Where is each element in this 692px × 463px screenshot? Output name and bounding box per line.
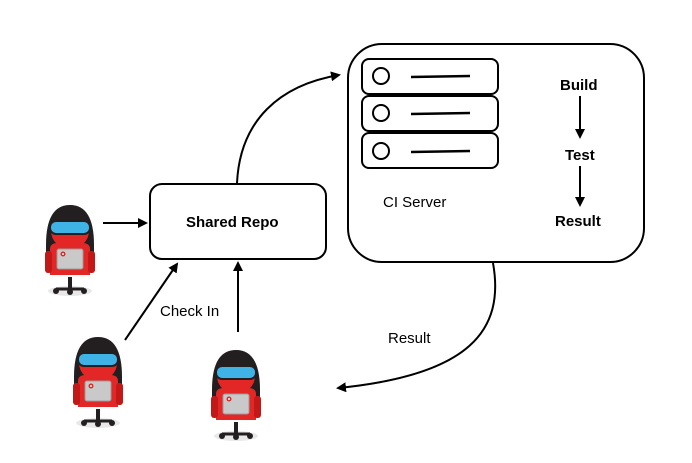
- server-unit-icon: [361, 95, 499, 132]
- ci-server-label: CI Server: [383, 194, 447, 211]
- pipeline-build-label: Build: [560, 77, 598, 94]
- developer-icon: [71, 335, 125, 430]
- server-unit-icon: [361, 58, 499, 95]
- server-to-result-arrow: [336, 262, 497, 393]
- developer-icon: [43, 203, 97, 298]
- pipeline-result-label: Result: [555, 213, 601, 230]
- result-label: Result: [388, 330, 431, 347]
- server-unit-icon: [361, 132, 499, 169]
- shared-repo-label: Shared Repo: [186, 214, 279, 231]
- shared-repo-box: [149, 183, 327, 260]
- check-in-label: Check In: [160, 303, 220, 320]
- repo-to-server-arrow: [236, 71, 341, 184]
- pipeline-test-label: Test: [565, 147, 595, 164]
- dev2-to-repo-arrow: [124, 262, 179, 341]
- developer-icon: [209, 348, 263, 443]
